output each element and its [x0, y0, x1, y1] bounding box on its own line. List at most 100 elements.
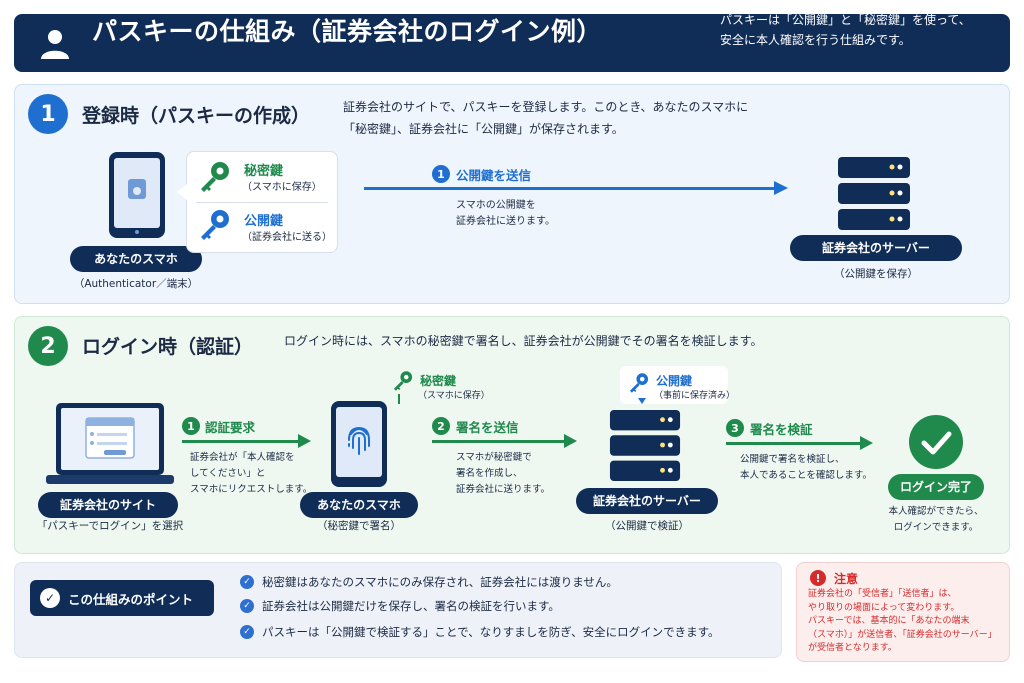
send-signature-description: スマホが秘密鍵で 署名を作成し、 証券会社に送ります。	[456, 450, 550, 498]
section1-step-desc-line2: 証券会社に送ります。	[456, 216, 555, 227]
point-item: ✓ 秘密鍵はあなたのスマホにのみ保存され、証券会社には渡りません。	[240, 574, 618, 590]
header-desc-line2: 安全に本人確認を行う仕組みです。	[720, 33, 911, 47]
public-key-title: 公開鍵	[244, 214, 284, 229]
point-text: パスキーは「公開鍵で検証する」ことで、なりすましを防ぎ、安全にログインできます。	[262, 625, 720, 639]
section1-desc-line2: 「秘密鍵」、証券会社に「公開鍵」が保存されます。	[343, 122, 624, 136]
point-item: ✓ 証券会社は公開鍵だけを保存し、署名の検証を行います。	[240, 598, 560, 614]
header-description: パスキーは「公開鍵」と「秘密鍵」を使って、 安全に本人確認を行う仕組みです。	[720, 10, 971, 50]
login-complete-caption-line2: ログインできます。	[893, 522, 979, 533]
section1-step-description: スマホの公開鍵を 証券会社に送ります。	[456, 198, 555, 230]
section1-description: 証券会社のサイトで、パスキーを登録します。このとき、あなたのスマホに 「秘密鍵」…	[343, 96, 748, 140]
point-item: ✓ パスキーは「公開鍵で検証する」ことで、なりすましを防ぎ、安全にログインできま…	[240, 624, 719, 640]
section1-server-caption: （公開鍵を保存）	[834, 268, 918, 280]
login-public-key-note: （事前に保存済み）	[654, 391, 736, 401]
point-text: 証券会社は公開鍵だけを保存し、署名の検証を行います。	[262, 599, 560, 613]
section2-description: ログイン時には、スマホの秘密鍵で署名し、証券会社が公開鍵でその署名を検証します。	[284, 334, 763, 348]
send-public-key-arrow	[364, 187, 776, 190]
private-key-icon	[392, 370, 414, 392]
note-line: が受信者となります。	[808, 643, 897, 653]
laptop-icon	[46, 402, 174, 486]
note-line: パスキーでは、基本的に「あなたの端末	[808, 616, 970, 626]
send-signature-arrow	[432, 440, 566, 443]
section2-number: 2	[28, 326, 68, 366]
warning-icon: !	[810, 570, 826, 586]
callout-divider	[196, 202, 328, 203]
section2-phone-label: あなたのスマホ	[300, 492, 418, 518]
check-icon: ✓	[240, 599, 254, 613]
private-key-title: 秘密鍵	[244, 164, 284, 179]
note-line: やり取りの場面によって変わります。	[808, 602, 960, 613]
auth-request-description: 証券会社が「本人確認を してください」と スマホにリクエストします。	[190, 450, 312, 498]
points-title-badge: ✓ この仕組みのポイント	[30, 580, 214, 616]
note-line: （スマホ）」が送信者、「証券会社のサーバー」	[808, 629, 997, 640]
callout-pointer	[177, 184, 187, 200]
auth-request-desc-line2: してください」と	[190, 468, 266, 479]
check-icon: ✓	[240, 625, 254, 639]
auth-request-desc-line1: 証券会社が「本人確認を	[190, 452, 295, 463]
arrow-head-icon	[774, 181, 788, 195]
verify-signature-step-number: 3	[726, 419, 744, 437]
public-key-icon	[198, 208, 232, 242]
private-key-note: （スマホに保存）	[242, 182, 322, 193]
key-to-phone-arrow	[398, 394, 406, 404]
section1-step-label: 公開鍵を送信	[456, 168, 532, 183]
section1-server-label: 証券会社のサーバー	[790, 235, 962, 261]
user-icon	[38, 26, 72, 60]
verify-signature-arrow	[726, 442, 862, 445]
section2-server-caption: （公開鍵で検証）	[605, 520, 689, 532]
note-panel	[796, 562, 1010, 662]
server-icon	[608, 408, 682, 482]
note-line: 証券会社の「受信者」「送信者」は、	[808, 589, 957, 599]
smartphone-icon	[108, 151, 166, 239]
section1-step-desc-line1: スマホの公開鍵を	[456, 200, 536, 211]
public-key-note: （証券会社に送る）	[242, 232, 332, 243]
login-private-key-title: 秘密鍵	[420, 374, 457, 388]
login-private-key-note: （スマホに保存）	[418, 391, 490, 401]
section2-site-caption: 「パスキーでログイン」を選択	[36, 520, 184, 532]
verify-signature-description: 公開鍵で署名を検証し、 本人であることを確認します。	[740, 452, 872, 484]
private-key-icon	[198, 160, 232, 194]
check-icon: ✓	[240, 575, 254, 589]
section1-step-number: 1	[432, 165, 450, 183]
arrow-head-icon	[298, 434, 311, 448]
login-panel	[14, 316, 1010, 554]
key-to-server-arrow	[638, 398, 646, 404]
verify-signature-label: 署名を検証	[750, 422, 813, 437]
check-circle-icon	[908, 414, 964, 470]
arrow-head-icon	[860, 436, 873, 450]
send-signature-step-number: 2	[432, 417, 450, 435]
note-title: 注意	[834, 572, 859, 586]
login-complete-caption: 本人確認ができたら、 ログインできます。	[878, 504, 994, 536]
page-title: パスキーの仕組み（証券会社のログイン例）	[92, 17, 603, 46]
verify-signature-desc-line2: 本人であることを確認します。	[740, 470, 872, 481]
section2-phone-caption: （秘密鍵で署名）	[317, 520, 401, 532]
points-title: この仕組みのポイント	[68, 591, 194, 607]
smartphone-fingerprint-icon	[330, 400, 388, 488]
send-signature-desc-line2: 署名を作成し、	[456, 468, 523, 479]
section2-server-label: 証券会社のサーバー	[576, 488, 718, 514]
section1-number: 1	[28, 94, 68, 134]
login-complete-label: ログイン完了	[888, 474, 984, 500]
section1-desc-line1: 証券会社のサイトで、パスキーを登録します。このとき、あなたのスマホに	[343, 100, 749, 114]
check-circle-icon: ✓	[40, 588, 60, 608]
section1-title: 登録時（パスキーの作成）	[82, 105, 311, 127]
section1-phone-label: あなたのスマホ	[70, 246, 202, 272]
server-icon	[836, 155, 912, 231]
auth-request-step-number: 1	[182, 417, 200, 435]
login-public-key-title: 公開鍵	[656, 374, 693, 388]
public-key-icon	[628, 372, 650, 394]
login-complete-caption-line1: 本人確認ができたら、	[888, 506, 984, 517]
send-signature-desc-line1: スマホが秘密鍵で	[456, 452, 532, 463]
section2-site-label: 証券会社のサイト	[38, 492, 178, 518]
verify-signature-desc-line1: 公開鍵で署名を検証し、	[740, 454, 845, 465]
header-banner	[14, 14, 1010, 72]
send-signature-label: 署名を送信	[456, 420, 519, 435]
header-desc-line1: パスキーは「公開鍵」と「秘密鍵」を使って、	[720, 13, 971, 27]
note-body: 証券会社の「受信者」「送信者」は、 やり取りの場面によって変わります。 パスキー…	[808, 588, 997, 656]
section2-title: ログイン時（認証）	[82, 336, 254, 358]
auth-request-label: 認証要求	[205, 420, 256, 435]
send-signature-desc-line3: 証券会社に送ります。	[456, 484, 551, 495]
arrow-head-icon	[564, 434, 577, 448]
section1-phone-caption: （Authenticator／端末）	[73, 278, 199, 290]
auth-request-desc-line3: スマホにリクエストします。	[190, 484, 313, 495]
